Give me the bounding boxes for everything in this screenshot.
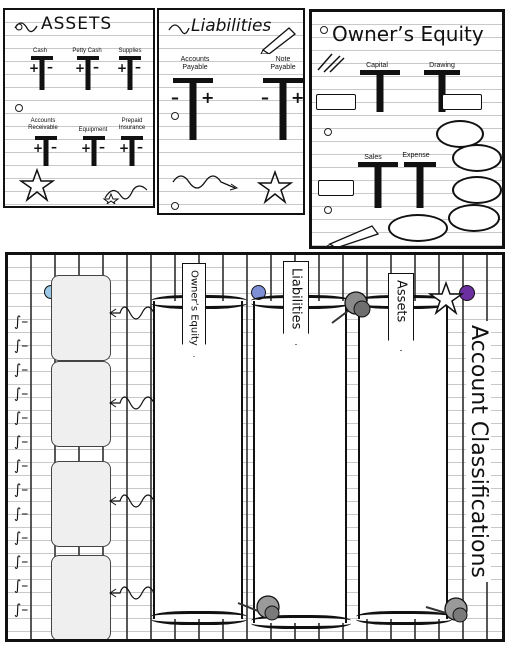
answer-bubble: [436, 120, 484, 148]
t-account-label-drawing: Drawing: [429, 62, 455, 69]
board-title: Account Classifications: [466, 321, 491, 582]
column-tag-liabilities: Liabilities: [283, 261, 309, 345]
t-account-label-capital: Capital: [366, 62, 388, 69]
t-account-label-note-payable: Note Payable: [270, 56, 296, 71]
t-account-label-accounts-receivable: Accounts Receivable: [28, 118, 58, 131]
column-tag-owners-equity: Owner’s Equity: [182, 263, 206, 357]
squiggle-arrow-icon: [172, 175, 239, 191]
t-account-note-payable: –+: [261, 78, 303, 140]
binder-hole: [15, 104, 23, 112]
t-account-equipment: +–: [81, 136, 105, 166]
binder-hole: [171, 112, 179, 120]
t-account-supplies: +–: [117, 56, 141, 90]
t-account-capital: [360, 70, 400, 112]
answer-card[interactable]: [51, 361, 111, 447]
push-pin-icon: [425, 597, 468, 623]
t-account-accounts-payable: –+: [171, 78, 214, 140]
t-account-label-cash: Cash: [32, 48, 47, 54]
answer-card[interactable]: [51, 555, 111, 639]
t-account-label-equipment: Equipment: [78, 127, 108, 133]
t-account-label-supplies: Supplies: [118, 48, 142, 54]
hatch-icon: [317, 53, 345, 73]
pencil-icon: [326, 225, 380, 246]
t-account-label-petty-cash: Petty Cash: [72, 48, 102, 54]
spiral-binding-icon: ∫– ∫– ∫– ∫– ∫– ∫– ∫– ∫– ∫– ∫– ∫– ∫– ∫–: [14, 314, 29, 618]
pencil-icon: [260, 27, 296, 54]
answer-bubble: [452, 176, 502, 204]
answer-card[interactable]: [51, 275, 111, 361]
binder-hole: [324, 128, 332, 136]
binder-hole: [324, 206, 332, 214]
binder-hole: [171, 202, 179, 210]
answer-bubble: [452, 144, 502, 172]
t-account-accounts-receivable: +–: [33, 136, 57, 166]
liabilities-panel: Liabilities Accounts Payable –+ Note Pay…: [157, 8, 305, 215]
blank-arrow-tag: [442, 94, 482, 110]
t-account-label-sales: Sales: [364, 154, 382, 161]
drop-column-liabilities[interactable]: [251, 295, 351, 629]
classification-board: ∫– ∫– ∫– ∫– ∫– ∫– ∫– ∫– ∫– ∫– ∫– ∫– ∫– O…: [5, 252, 505, 642]
t-account-label-accounts-payable: Accounts Payable: [180, 56, 210, 71]
t-account-label-prepaid-insurance: Prepaid Insurance: [118, 118, 146, 131]
blank-arrow-tag: [316, 94, 356, 110]
doodle-icon: [102, 185, 148, 204]
push-pin-icon: [237, 595, 280, 621]
swirl-icon: [168, 24, 190, 35]
star-icon: [19, 168, 55, 202]
column-tag-assets: Assets: [388, 273, 414, 351]
t-account-petty-cash: +–: [75, 56, 99, 90]
push-pin-icon: [331, 291, 371, 324]
squiggle-arrow-icon: [109, 396, 155, 410]
assets-title: ASSETS: [41, 14, 113, 34]
binder-hole: [320, 26, 328, 34]
drop-column-owners-equity[interactable]: [151, 295, 247, 625]
liabilities-title: Liabilities: [191, 16, 272, 36]
squiggle-arrow-icon: [109, 306, 155, 320]
answer-bubble: [388, 214, 448, 242]
push-pin-icon: [459, 285, 475, 301]
t-account-prepaid-insurance: +–: [119, 136, 143, 166]
answer-bubble: [448, 204, 500, 232]
t-account-expense: [404, 162, 436, 208]
blank-arrow-tag: [318, 180, 354, 196]
t-account-cash: +–: [29, 56, 53, 90]
t-account-drawing: [424, 70, 460, 112]
equity-title: Owner’s Equity: [332, 22, 484, 46]
star-icon: [428, 281, 464, 315]
swirl-icon: [14, 22, 38, 33]
t-account-sales: [358, 162, 398, 208]
squiggle-arrow-icon: [109, 494, 155, 508]
star-icon: [257, 170, 293, 204]
t-account-label-expense: Expense: [402, 152, 430, 159]
assets-panel: ASSETS Cash +– Petty Cash +– Supplies +–…: [3, 8, 155, 208]
squiggle-arrow-icon: [109, 586, 155, 600]
answer-card[interactable]: [51, 461, 111, 547]
equity-panel: Owner’s Equity Capital Drawing Sales Exp…: [309, 9, 505, 249]
